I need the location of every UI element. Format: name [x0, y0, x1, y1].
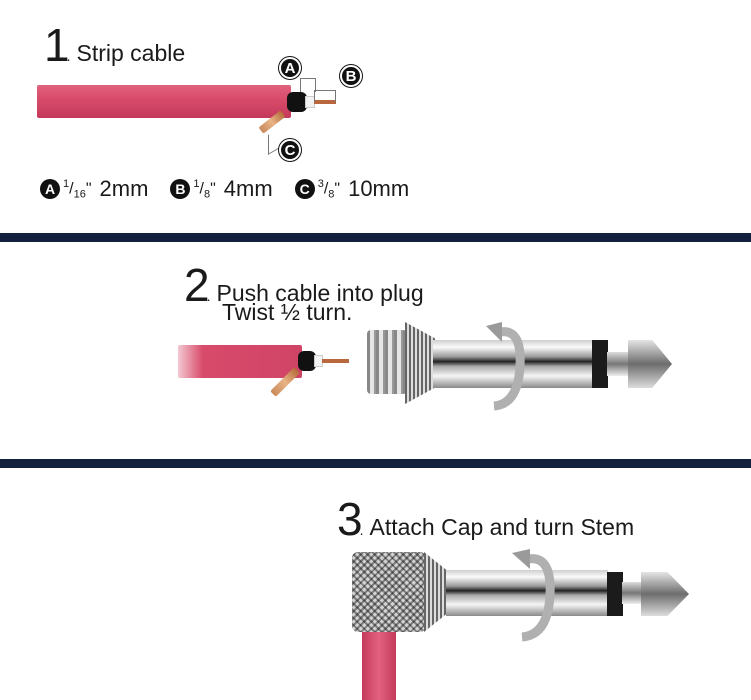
bracket-a	[300, 78, 316, 92]
cable-jacket-2	[178, 345, 302, 378]
legend-item-c: C 3/8" 10mm	[294, 176, 410, 202]
plug-neck	[607, 352, 629, 376]
plug-sleeve	[433, 340, 593, 388]
badge-a-icon: A	[40, 179, 60, 199]
plug-insulator-ring-3	[607, 572, 623, 616]
inner-insulation-2	[298, 351, 316, 371]
legend-a-metric: 2mm	[99, 176, 149, 201]
plug-tip	[628, 340, 672, 388]
legend-item-a: A 1/16" 2mm	[40, 176, 148, 202]
step-1-heading: 1 . Strip cable	[44, 19, 186, 71]
center-conductor-2	[322, 359, 349, 363]
inner-insulation	[287, 92, 307, 112]
plug-tip-3	[641, 572, 689, 616]
section-divider-2	[0, 459, 751, 468]
callout-c-icon: C	[279, 139, 301, 161]
strip-length-legend: A 1/16" 2mm B 1/8" 4mm C 3/8" 10mm	[40, 176, 431, 202]
bracket-b	[314, 90, 336, 102]
step-2-title: Push cable into plug	[216, 280, 424, 306]
badge-c-icon: C	[294, 179, 315, 199]
plug-sleeve-3	[446, 570, 608, 616]
plug-collar-3	[424, 552, 446, 632]
legend-b-metric: 4mm	[223, 176, 273, 201]
badge-b-icon: B	[170, 179, 191, 199]
rotate-arrow-icon	[486, 322, 525, 411]
step-2-number: 2	[184, 259, 210, 311]
center-conductor	[314, 100, 336, 104]
legend-c-metric: 10mm	[348, 176, 410, 201]
step-1-title: Strip cable	[76, 40, 186, 66]
callout-a-icon: A	[279, 57, 301, 79]
plug-insulator-ring	[592, 340, 608, 388]
callout-b-icon: B	[340, 65, 362, 87]
step-3-heading: 3 . Attach Cap and turn Stem	[337, 493, 635, 545]
section-divider-1	[0, 233, 751, 242]
plug-thread	[367, 330, 407, 394]
cable-jacket	[37, 85, 291, 118]
step-2-heading: 2 . Push cable into plug	[184, 259, 424, 311]
rotate-arrow-icon-3	[512, 549, 555, 642]
step-2-subtitle: Twist ½ turn.	[222, 299, 353, 325]
step-3-title: Attach Cap and turn Stem	[369, 514, 635, 540]
plug-collar	[405, 322, 435, 404]
cable-jacket-3	[362, 620, 396, 700]
legend-item-b: B 1/8" 4mm	[170, 176, 273, 202]
step-3-number: 3	[337, 493, 363, 545]
step-1-number: 1	[44, 19, 70, 71]
plug-neck-3	[622, 582, 642, 604]
knurled-cap	[352, 552, 426, 632]
